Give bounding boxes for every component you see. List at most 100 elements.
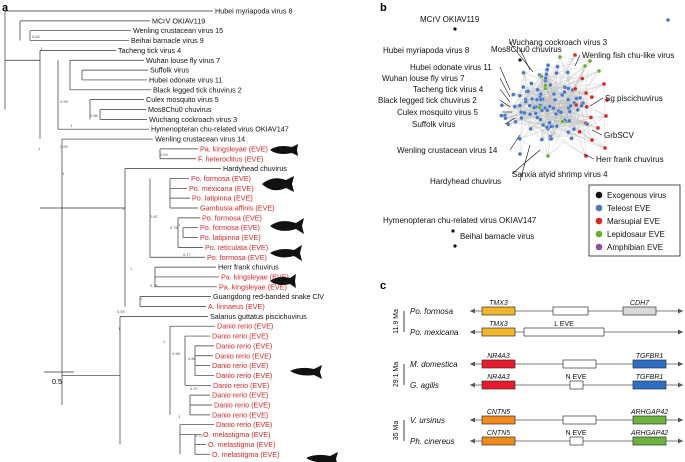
- chromosome-arrow-left-icon: [470, 417, 475, 423]
- network-node: [552, 97, 558, 103]
- network-node: [528, 126, 533, 132]
- chromosome-arrow-right-icon: [678, 382, 683, 388]
- network-node: [545, 67, 550, 72]
- network-node: [527, 103, 532, 108]
- network-node: [499, 103, 505, 108]
- branch-support-value: 1: [70, 123, 73, 128]
- network-node: [555, 64, 560, 69]
- network-label: Wenling crustacean virus 14: [397, 146, 498, 155]
- network-edge: [524, 112, 549, 157]
- chromosome-arrow-right-icon: [678, 329, 683, 335]
- label-leader-line: [574, 54, 581, 67]
- gene-box: [481, 359, 516, 369]
- chromosome-arrow-left-icon: [470, 361, 475, 367]
- network-label: Hymenopteran chu-related virus OKIAV147: [383, 216, 537, 225]
- network-edge: [508, 121, 567, 125]
- tree-leaf-label: Wuhan louse fly virus 7: [146, 56, 220, 65]
- tree-leaf-label: Danio rerio (EVE): [212, 332, 268, 341]
- tree-leaf-label: Po. formosa (EVE): [202, 213, 262, 222]
- gene-label: ARHGAP42: [630, 409, 668, 416]
- network-node: [577, 129, 582, 134]
- network-node: [569, 136, 574, 141]
- label-leader-line: [509, 134, 521, 151]
- gene-label: CNTN5: [487, 430, 510, 437]
- tree-leaf-label: Black legged tick chuvirus 2: [153, 85, 242, 94]
- legend-label: Amphibian EVE: [607, 243, 663, 252]
- tree-leaf-label: F. heteroclitus (EVE): [198, 154, 264, 163]
- exogenous-virus-dot: [453, 244, 457, 248]
- network-edge: [523, 86, 586, 124]
- chromosome-arrow-left-icon: [470, 329, 475, 335]
- tree-leaf-label: Po. latipinna (EVE): [192, 194, 253, 203]
- chromosome-arrow-left-icon: [470, 438, 475, 444]
- network-node: [544, 125, 550, 130]
- panel-b-letter: b: [380, 2, 387, 14]
- network-label: Beihai barnacle virus: [460, 232, 534, 241]
- network-edge: [508, 91, 527, 125]
- tree-leaf-label: Guangdong red-banded snake ClV: [213, 292, 324, 301]
- tree-leaf-label: Danio rerio (EVE): [212, 361, 268, 370]
- tree-leaf-label: Pa. kingsleyae (EVE): [200, 144, 268, 153]
- label-leader-line: [591, 129, 603, 136]
- fish-silhouette-icon: [290, 365, 322, 379]
- network-edge: [538, 60, 591, 108]
- network-edge: [540, 94, 577, 99]
- network-edge: [531, 83, 539, 108]
- network-edge: [568, 107, 588, 125]
- network-edge: [550, 70, 600, 86]
- divergence-time-label: 11.9 Ma: [393, 309, 400, 334]
- label-leader-line: [508, 41, 534, 73]
- network-node: [503, 116, 508, 121]
- network-node: [521, 84, 526, 90]
- network-edge: [581, 103, 587, 157]
- gene-label: CNTN5: [487, 409, 510, 416]
- network-node: [583, 90, 589, 96]
- network-node: [603, 113, 609, 119]
- network-node: [545, 153, 551, 159]
- network-edge: [560, 112, 599, 129]
- network-node: [549, 136, 554, 141]
- tree-leaf-label: A. linnaeus (EVE): [208, 302, 265, 311]
- tree-support-values: 0.8410.9910.86110.630.5910.870.7610.7710…: [32, 34, 204, 438]
- label-leader-line: [583, 153, 595, 160]
- network-node: [537, 105, 542, 110]
- tree-branches: [4, 10, 221, 455]
- network-node: [523, 99, 528, 104]
- network-node: [532, 105, 537, 110]
- eve-box: [562, 359, 597, 369]
- network-node: [571, 126, 577, 132]
- branch-support-value: 1: [122, 206, 125, 211]
- branch-support-value: 0.76: [170, 225, 179, 230]
- legend-swatch: [595, 204, 603, 212]
- branch-support-value: 1: [38, 146, 41, 151]
- tree-leaf-label: Po. formosa (EVE): [200, 223, 260, 232]
- network-node: [517, 151, 523, 157]
- network-node: [538, 97, 543, 102]
- network-edge: [505, 66, 558, 119]
- network-node: [589, 137, 595, 143]
- exogenous-virus-dot: [453, 27, 457, 31]
- eve-box: [562, 415, 597, 425]
- branch-support-value: 1: [62, 171, 65, 176]
- network-edge: [581, 105, 592, 118]
- isolated-node: [666, 18, 670, 22]
- species-label: V. ursinus: [410, 416, 445, 425]
- panel-c-letter: c: [380, 280, 386, 292]
- network-edge: [537, 84, 551, 118]
- network-edge: [559, 56, 591, 62]
- network-label: Tacheng tick virus 4: [413, 85, 484, 94]
- network-edge: [508, 107, 539, 125]
- species-label: Po. formosa: [410, 307, 454, 316]
- tree-leaf-label: Po. latipinna (EVE): [200, 233, 261, 242]
- branch-support-value: 1: [178, 222, 181, 227]
- network-node: [539, 137, 545, 142]
- network-node: [560, 119, 565, 124]
- legend-swatch: [595, 217, 603, 225]
- network-edge: [519, 120, 570, 140]
- tree-leaf-label: Mos8Chu0 chuvirus: [148, 105, 212, 114]
- gene-box: [481, 436, 516, 446]
- network-node: [513, 119, 518, 124]
- gene-box: [481, 380, 516, 390]
- legend-swatch: [595, 191, 603, 199]
